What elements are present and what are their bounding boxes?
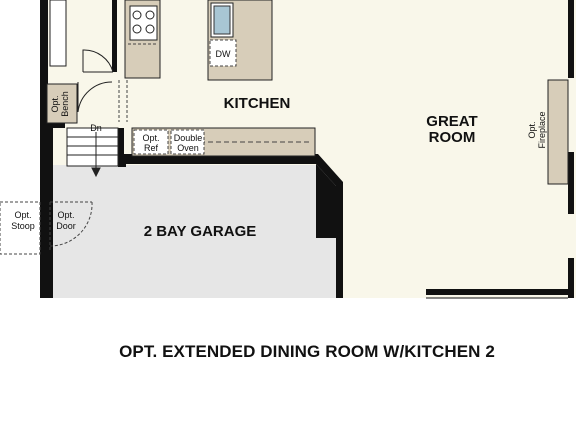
bench-label-line2: Bench [60, 91, 70, 117]
cooktop-icon [129, 5, 158, 41]
garage-floor [50, 165, 336, 298]
stoop-label-line1: Opt. [14, 210, 31, 220]
door-label-line1: Opt. [57, 210, 74, 220]
room-label-great-room-line1: GREAT [426, 113, 477, 130]
fireplace-label-line2: Fireplace [537, 111, 547, 148]
oven-label-line1: Double [174, 133, 203, 143]
oven-label-line2: Oven [177, 143, 199, 153]
opt-refrigerator [133, 129, 169, 155]
plan-caption: OPT. EXTENDED DINING ROOM W/KITCHEN 2 [119, 342, 495, 361]
sink-icon [210, 2, 234, 38]
fireplace-label-line1: Opt. [527, 121, 537, 138]
east-wall-middle [568, 152, 574, 214]
opt-fireplace [547, 79, 569, 185]
opt-stoop [0, 201, 41, 255]
dishwasher-outline [209, 39, 237, 67]
staircase [66, 127, 119, 178]
south-wall-segment [426, 289, 568, 295]
ref-label-line2: Ref [144, 143, 159, 153]
west-wall [40, 0, 48, 298]
closet-doors [49, 0, 114, 113]
room-label-kitchen: KITCHEN [224, 95, 291, 112]
door-label-line2: Door [56, 221, 76, 231]
opt-door [49, 201, 93, 250]
stoop-label-line2: Stoop [11, 221, 35, 231]
room-label-great-room-line2: ROOM [429, 129, 476, 146]
entry-wall-left [45, 122, 65, 128]
bench-label-line1: Opt. [50, 95, 60, 112]
opt-bench [46, 83, 78, 124]
room-label-garage: 2 BAY GARAGE [144, 223, 257, 240]
stair-down-label: Dn [90, 123, 102, 133]
garage-corner-block [316, 164, 336, 238]
double-oven [170, 129, 205, 155]
floor-plan: DW Dn KITCHEN GREAT ROOM 2 BAY GARAGE Op… [0, 0, 576, 299]
east-wall-upper [568, 0, 574, 78]
closet-wall [112, 0, 117, 72]
garage-north-wall [118, 154, 343, 298]
east-wall-lower [568, 258, 574, 298]
ref-label-line1: Opt. [142, 133, 159, 143]
stair-wall [118, 128, 124, 166]
dishwasher-label: DW [216, 49, 231, 59]
